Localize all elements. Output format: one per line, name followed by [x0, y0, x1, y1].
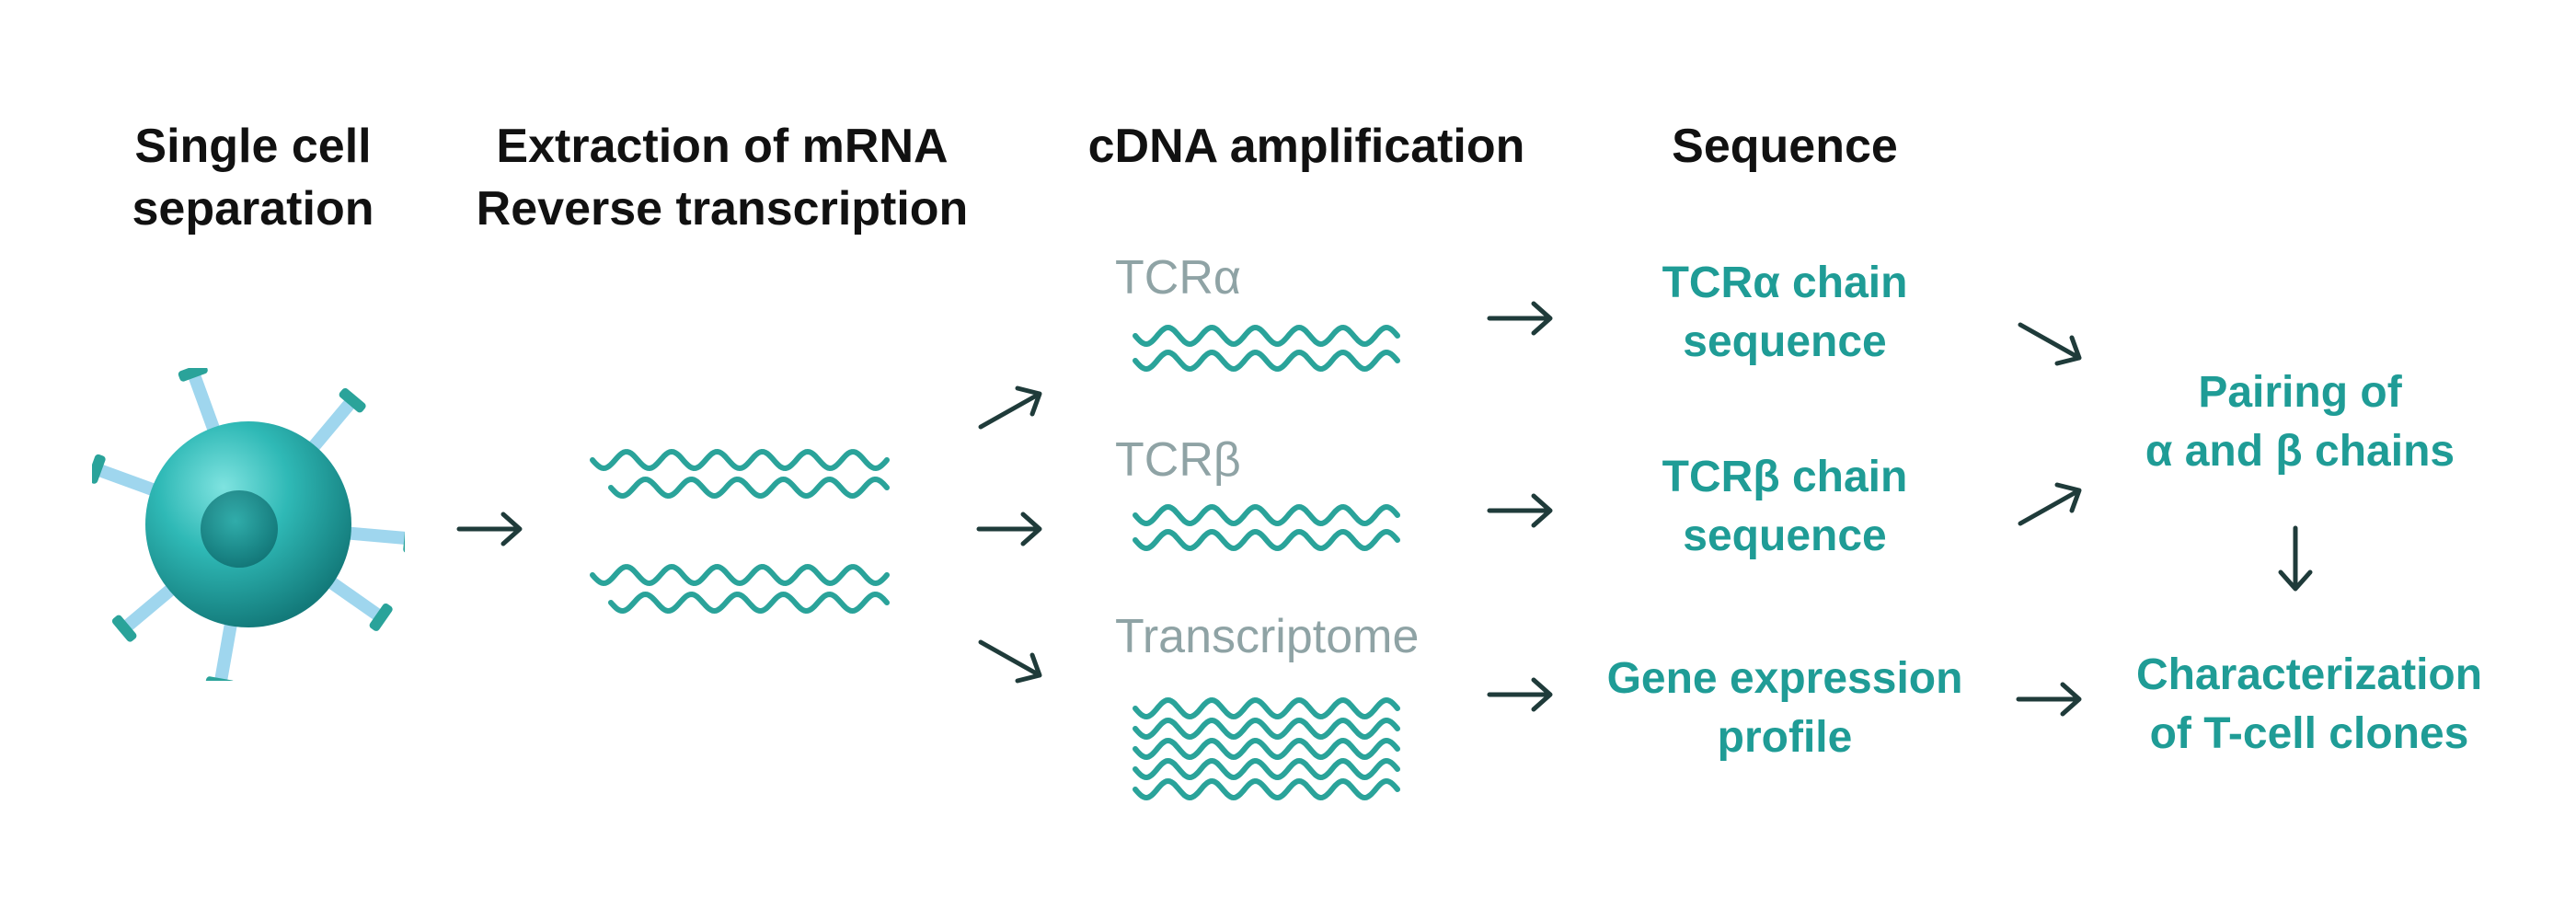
- label-tcrb: TCRβ: [1115, 433, 1241, 487]
- transcriptome-wave-5: [1133, 777, 1400, 801]
- heading-single-cell-separation: Single cell separation: [132, 120, 374, 236]
- arrow-to-tcrb-amplification: [976, 512, 1042, 546]
- tcra-wave-1: [1133, 324, 1400, 348]
- arrow-gene-expression-to-characterization: [2016, 682, 2082, 717]
- arrow-tcra-to-sequence: [1487, 301, 1553, 336]
- tcrb-wave-2: [1133, 528, 1400, 552]
- arrow-to-tcra-amplification: [978, 385, 1042, 430]
- result-pairing-of-chains: Pairing of α and β chains: [2145, 368, 2455, 476]
- result-gene-expression-profile: Gene expression profile: [1606, 654, 1963, 762]
- arrow-tcrb-to-sequence: [1487, 493, 1553, 528]
- mrna-wave-1: [590, 448, 890, 472]
- label-transcriptome: Transcriptome: [1115, 610, 1420, 663]
- result-characterization-of-clones: Characterization of T-cell clones: [2135, 650, 2483, 758]
- transcriptome-wave-4: [1133, 757, 1400, 781]
- label-tcra: TCRα: [1115, 251, 1241, 305]
- tcrb-wave-1: [1133, 503, 1400, 527]
- result-tcra-chain-sequence: TCRα chain sequence: [1662, 259, 1908, 366]
- mrna-wave-2: [608, 476, 890, 500]
- tcra-wave-2: [1133, 349, 1400, 373]
- t-cell-illustration: [92, 368, 405, 681]
- arrow-tcrb-seq-to-pairing: [2018, 482, 2082, 526]
- arrow-transcriptome-to-profile: [1487, 677, 1553, 712]
- arrow-to-transcriptome-amplification: [978, 639, 1042, 684]
- transcriptome-wave-3: [1133, 737, 1400, 761]
- arrow-tcra-seq-to-pairing: [2018, 322, 2082, 366]
- mrna-wave-3: [590, 563, 890, 587]
- mrna-wave-4: [608, 591, 890, 615]
- cell-nucleus: [201, 490, 278, 568]
- result-tcrb-chain-sequence: TCRβ chain sequence: [1662, 453, 1908, 560]
- transcriptome-wave-2: [1133, 717, 1400, 741]
- transcriptome-wave-1: [1133, 696, 1400, 720]
- heading-extraction: Extraction of mRNA Reverse transcription: [476, 120, 969, 236]
- heading-cdna-amplification: cDNA amplification: [1087, 120, 1525, 173]
- receptor-group: [92, 368, 405, 681]
- arrow-cell-to-extraction: [456, 512, 523, 546]
- arrow-pairing-to-characterization: [2278, 525, 2313, 592]
- heading-sequence: Sequence: [1672, 120, 1898, 173]
